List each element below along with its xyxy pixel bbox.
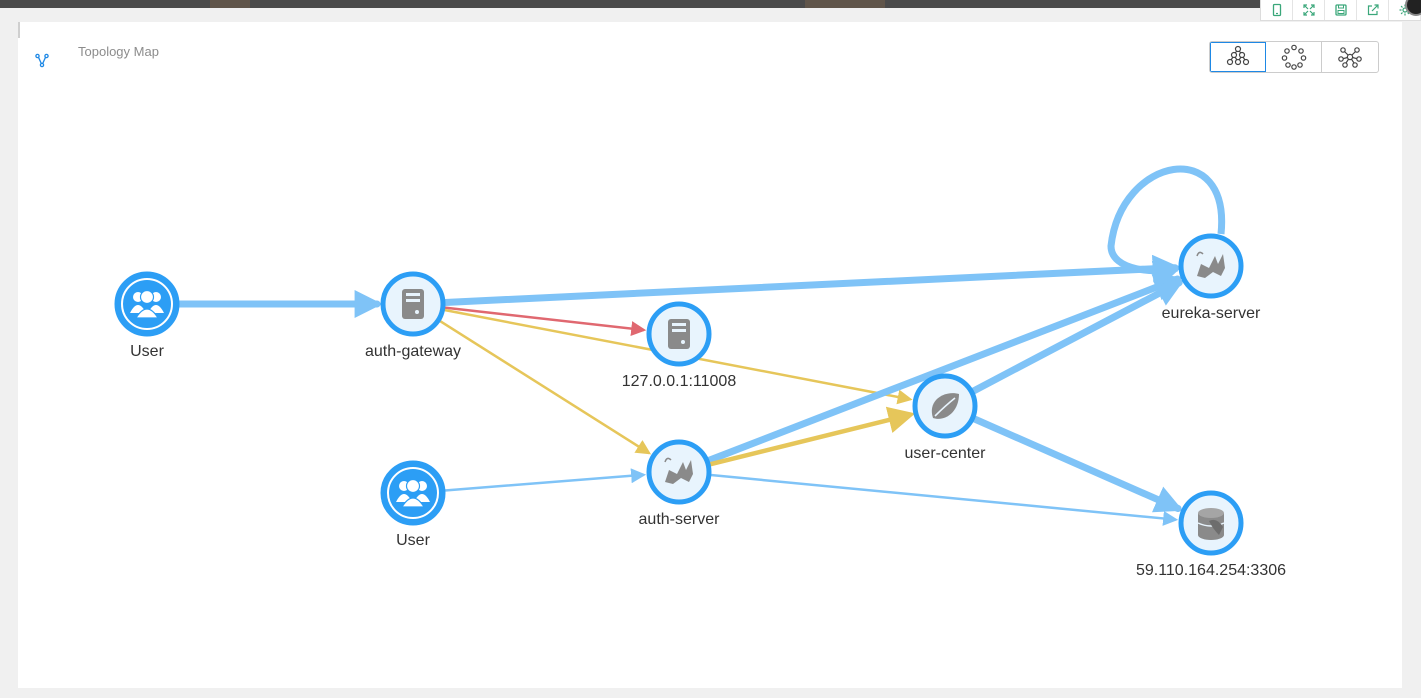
users-icon [396, 478, 430, 508]
panel-toolbar [1260, 0, 1421, 21]
export-button[interactable] [1357, 0, 1389, 20]
edge-authserver-usercenter[interactable] [707, 406, 916, 467]
layout-force-icon [1226, 45, 1249, 66]
close-icon[interactable] [1405, 0, 1421, 16]
node-label: User [130, 343, 164, 360]
layout-force-button[interactable] [1210, 42, 1266, 72]
edge-self-loop[interactable] [1107, 165, 1226, 288]
layout-hierarchy-icon [1338, 47, 1362, 68]
node-label: eureka-server [1162, 305, 1261, 322]
node-label: User [396, 532, 430, 549]
node-mysql[interactable]: 59.110.164.254:3306 [1136, 490, 1286, 579]
database-icon [1197, 508, 1225, 540]
node-label: auth-server [639, 511, 721, 528]
node-user2[interactable]: User [380, 460, 446, 549]
mobile-icon [1272, 3, 1281, 17]
edge-gateway-authserver[interactable] [438, 319, 652, 455]
node-local[interactable]: 127.0.0.1:11008 [622, 301, 737, 390]
node-usercenter[interactable]: user-center [905, 373, 987, 462]
window-top-bar [0, 0, 1421, 8]
edge-gateway-local[interactable] [443, 306, 647, 337]
topology-icon [35, 53, 49, 68]
edge-user2-authserver[interactable] [443, 468, 647, 492]
layout-circular-button[interactable] [1266, 42, 1322, 72]
mobile-button[interactable] [1261, 0, 1293, 20]
node-eureka[interactable]: eureka-server [1162, 233, 1261, 322]
layout-circular-icon [1281, 44, 1306, 70]
server-icon [402, 289, 424, 319]
layout-switch [1209, 41, 1379, 73]
export-icon [1367, 4, 1379, 16]
node-user1[interactable]: User [114, 271, 180, 360]
node-label: user-center [905, 445, 987, 462]
users-icon [130, 289, 164, 319]
save-button[interactable] [1325, 0, 1357, 20]
nodes-layer: User auth-gateway 127.0.0.1:11008 eureka-se… [114, 233, 1286, 579]
panel-edge [18, 22, 20, 38]
edge-authserver-mysql[interactable] [709, 473, 1179, 526]
edge-usercenter-eureka[interactable] [969, 279, 1185, 395]
expand-button[interactable] [1293, 0, 1325, 20]
tomcat-icon [1196, 251, 1225, 278]
node-authserver[interactable]: auth-server [639, 439, 721, 528]
server-icon [668, 319, 690, 349]
node-gateway[interactable]: auth-gateway [365, 271, 461, 360]
save-icon [1334, 4, 1347, 16]
node-label: auth-gateway [365, 343, 461, 360]
edge-gateway-eureka[interactable] [441, 254, 1181, 306]
node-label: 59.110.164.254:3306 [1136, 562, 1286, 579]
expand-icon [1302, 4, 1315, 16]
layout-hierarchy-button[interactable] [1322, 42, 1378, 72]
spring-leaf-icon [931, 393, 959, 419]
panel-title: Topology Map [78, 44, 159, 59]
top-bar-segment [210, 0, 250, 8]
node-label: 127.0.0.1:11008 [622, 373, 737, 390]
topology-panel: Topology Map User auth-gateway 127.0.0.1:1… [18, 22, 1402, 688]
top-bar-segment [805, 0, 885, 8]
topology-graph[interactable]: User auth-gateway 127.0.0.1:11008 eureka-se… [18, 22, 1402, 688]
edge-usercenter-mysql[interactable] [970, 415, 1184, 513]
edge-authserver-eureka[interactable] [705, 274, 1183, 464]
tomcat-icon [664, 457, 693, 484]
